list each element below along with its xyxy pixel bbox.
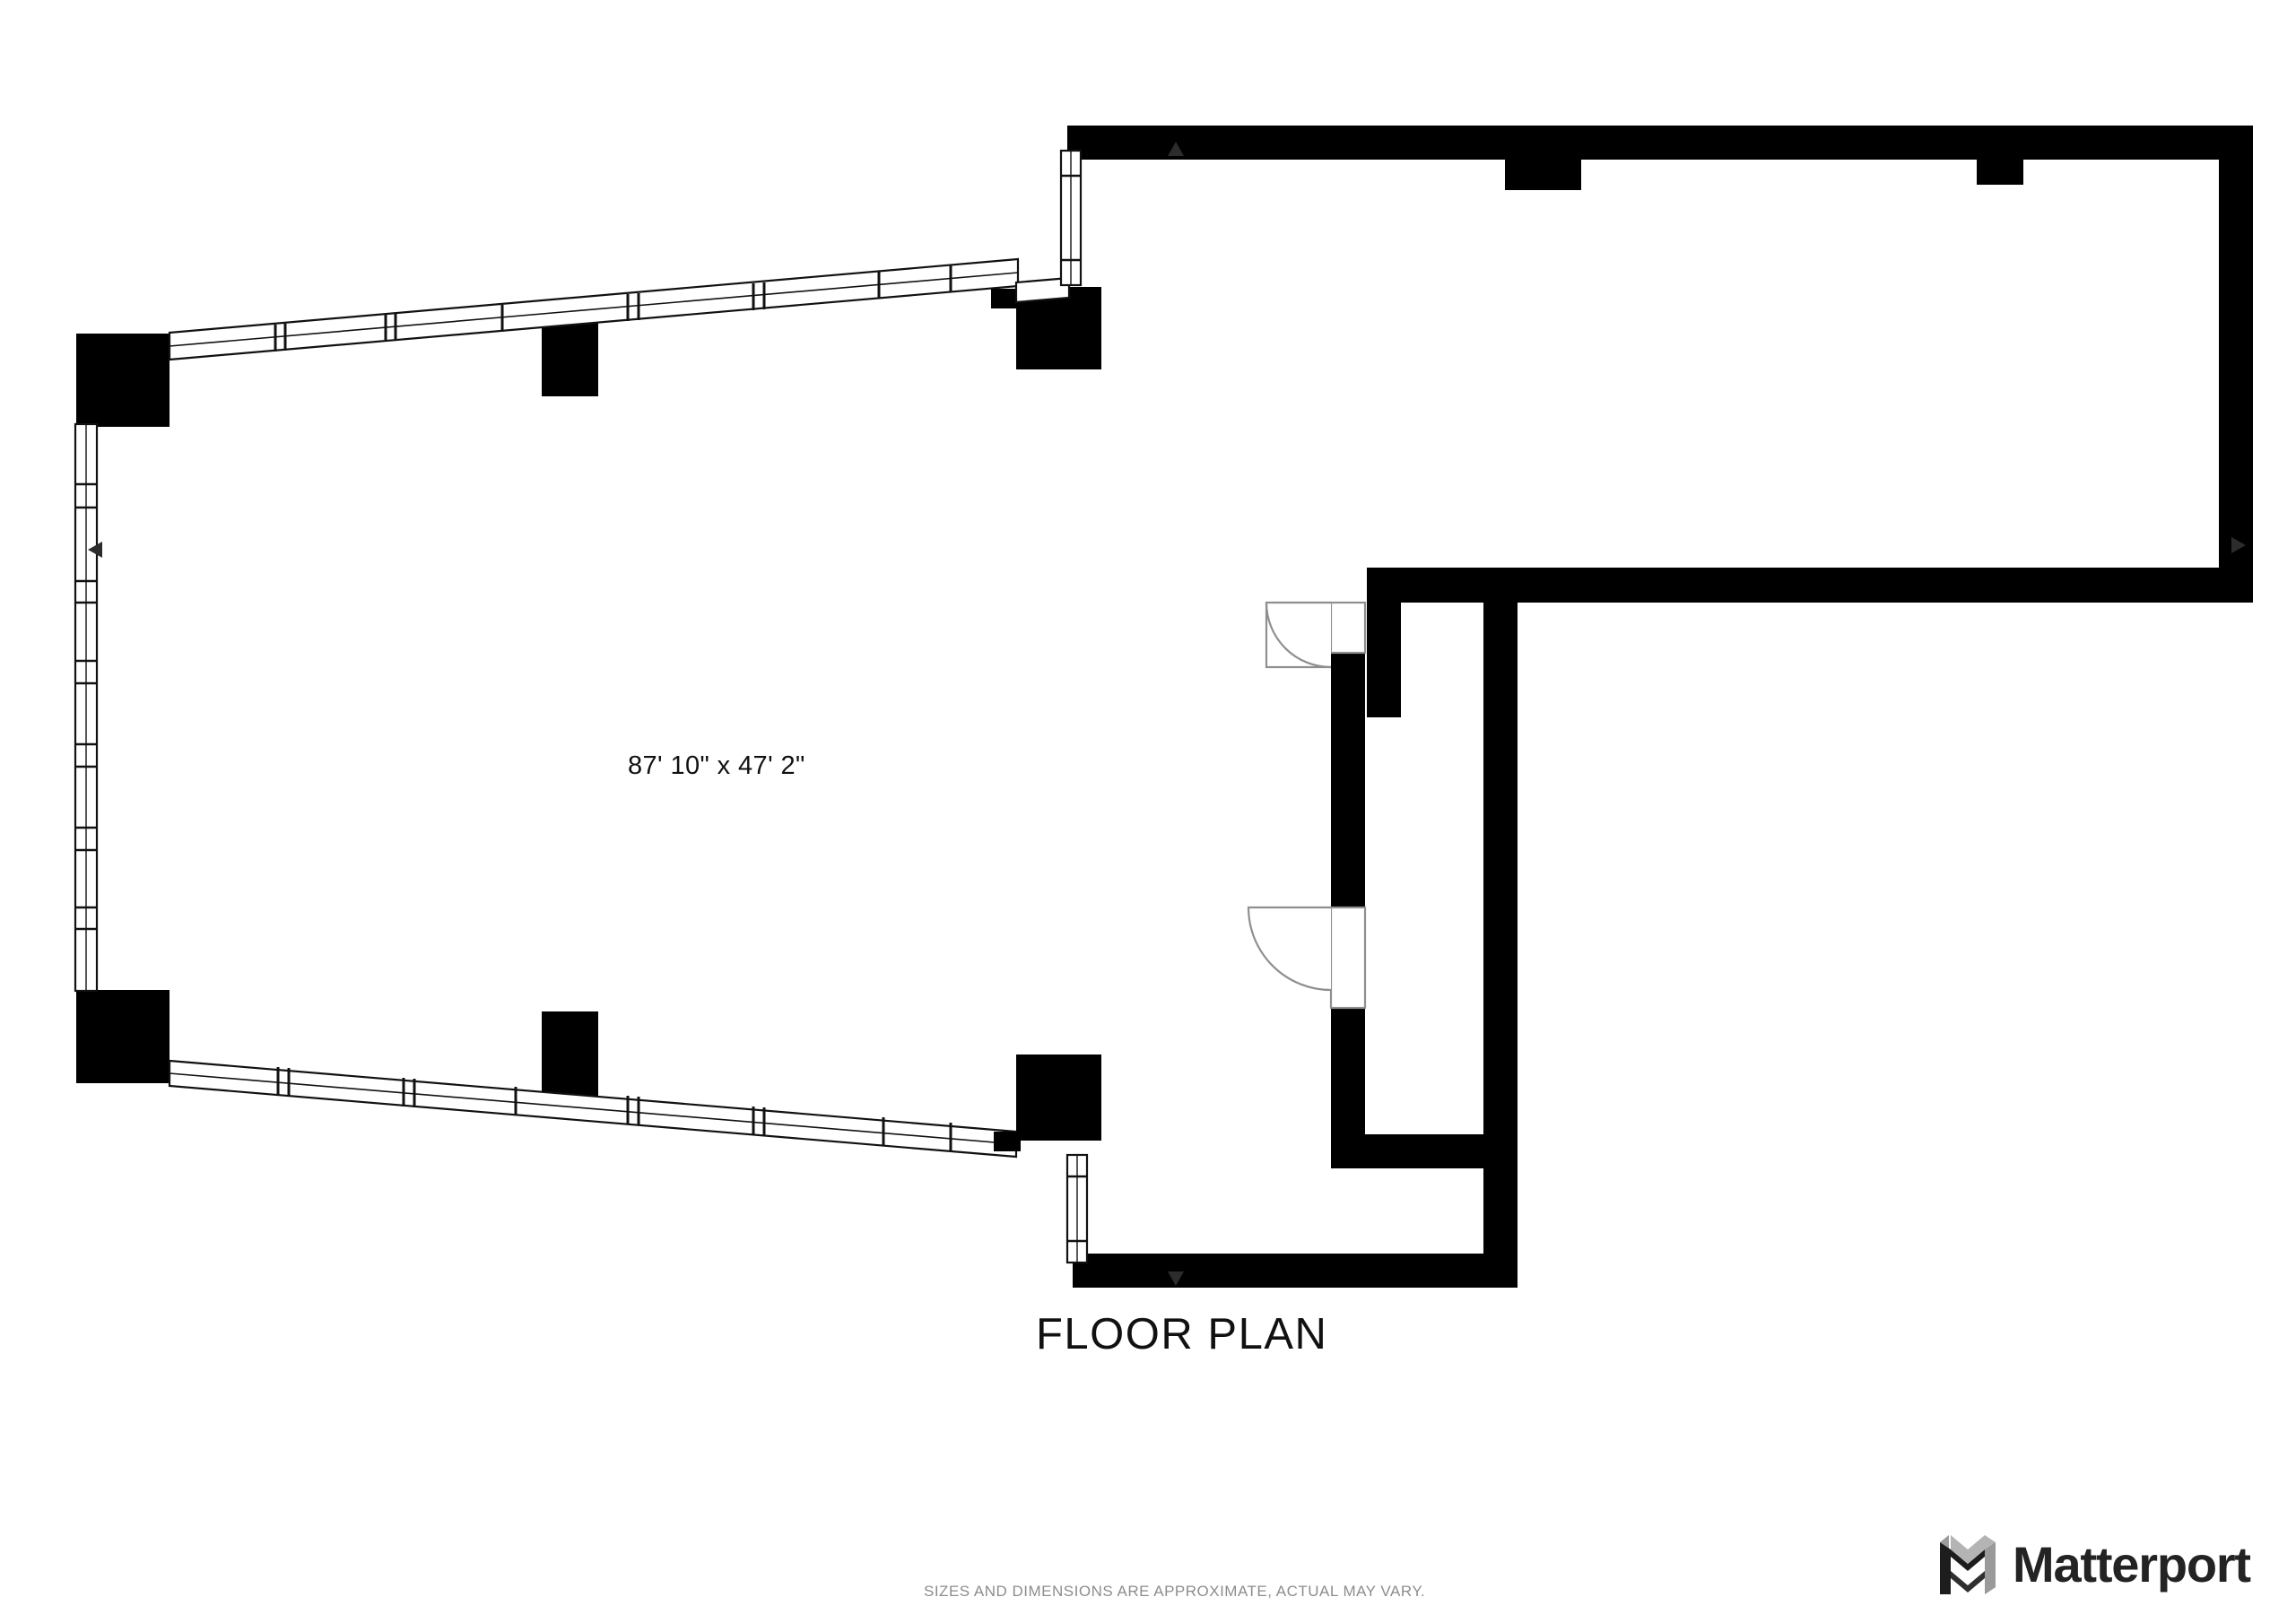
viewpoint-marker-left <box>88 542 102 558</box>
left-window-wall <box>74 422 99 993</box>
column-bottom-left-corner <box>76 990 170 1083</box>
viewpoint-markers-group <box>88 142 2246 1286</box>
column-top-right-b <box>1977 126 2023 185</box>
column-bottom-junction <box>1016 1055 1101 1141</box>
window-band-top-left-upper <box>1014 276 1071 304</box>
column-top-right-a <box>1505 126 1581 190</box>
column-bottom-mid <box>542 1011 598 1101</box>
matterport-m-icon <box>1940 1535 1996 1594</box>
window-break-block-bottom <box>994 1132 1021 1151</box>
matterport-wordmark: Matterport <box>2013 1536 2251 1593</box>
lower-right-room-wall <box>1073 1134 1518 1288</box>
viewpoint-marker-top <box>1168 142 1184 156</box>
top-center-window-wall <box>1059 149 1083 287</box>
bottom-center-window-wall <box>1065 1153 1089 1264</box>
column-top-left-corner <box>76 334 170 427</box>
viewpoint-marker-right <box>2231 537 2246 553</box>
lower-right-room-right-wall <box>1483 603 1518 1288</box>
door-upper-swing-line <box>1265 603 1331 669</box>
top-right-room-wall <box>1067 126 2253 717</box>
bottom-left-window-wall <box>168 1059 1018 1159</box>
disclaimer-text: SIZES AND DIMENSIONS ARE APPROXIMATE, AC… <box>924 1583 1426 1600</box>
door-upper-swing-arc <box>1265 601 1332 669</box>
door-lower-leaf <box>1329 906 1367 1010</box>
matterport-logo: Matterport <box>1940 1535 2251 1594</box>
mullion-rail-bottom-left <box>169 1072 1017 1145</box>
door-upper-leaf <box>1329 601 1367 655</box>
doors-group <box>1247 601 1367 1010</box>
door-lower-swing-arc <box>1247 906 1332 992</box>
columns-group <box>76 126 2023 1141</box>
mullion-rail-top-left <box>169 272 1019 347</box>
window-break-block-top <box>991 289 1020 308</box>
page-title: FLOOR PLAN <box>1036 1310 1328 1358</box>
column-top-junction <box>1016 287 1101 369</box>
viewpoint-marker-bottom <box>1168 1271 1184 1286</box>
interior-partition-wall <box>1331 708 1365 907</box>
solid-walls-group <box>1067 126 2253 1288</box>
top-left-window-wall-upper-seg <box>1014 276 1071 304</box>
room-dimension-label: 87' 10" x 47' 2" <box>628 751 805 780</box>
interior-partition-wall-lower <box>1331 1008 1365 1134</box>
partition-door-head-block <box>1331 653 1365 708</box>
